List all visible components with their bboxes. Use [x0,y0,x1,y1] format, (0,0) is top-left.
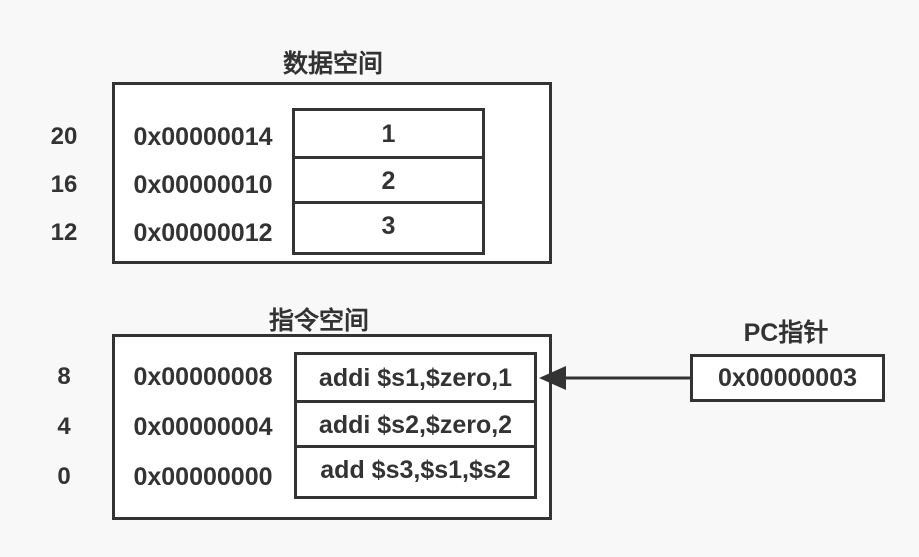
address-label: 0x00000014 [133,122,273,151]
instruction-cell: add $s3,$s1,$s2 [297,445,534,490]
pc-pointer-box: 0x00000003 [690,354,885,402]
address-label: 0x00000010 [133,170,273,199]
value-cell: 3 [295,201,482,246]
data-values-box: 1 2 3 [292,108,485,255]
address-label: 0x00000000 [133,462,273,491]
address-label: 0x00000012 [133,218,273,247]
pc-pointer-title: PC指针 [743,319,829,347]
offset-label: 8 [57,363,71,390]
value-cell: 1 [381,120,396,148]
instruction-space-title: 指令空间 [268,307,369,335]
offset-label: 16 [50,171,78,198]
address-label: 0x00000004 [133,412,273,441]
instruction-cell: addi $s1,$zero,1 [318,364,513,392]
offset-label: 12 [50,219,78,246]
instruction-cell: addi $s2,$zero,2 [297,400,534,445]
offset-label: 20 [50,123,78,150]
data-space-title: 数据空间 [282,50,383,78]
instructions-box: addi $s1,$zero,1 addi $s2,$zero,2 add $s… [294,352,537,499]
value-cell: 2 [295,156,482,201]
address-label: 0x00000008 [133,362,273,391]
offset-label: 0 [57,463,71,490]
offset-label: 4 [57,413,71,440]
